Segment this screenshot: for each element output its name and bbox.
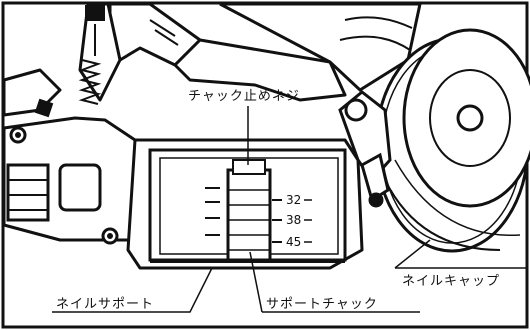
drum-arm [338,90,392,208]
label-chuck-lock-screw: チャック止めネジ [188,89,300,104]
support-chuck-block [226,159,272,262]
scale-mark-32: 32 [286,193,301,207]
leader-lines [52,106,528,313]
tool-handle [78,2,347,102]
magazine-housing [219,2,422,92]
nose-details [6,98,119,245]
scale-dashes [304,199,312,243]
scale-ticks [205,187,282,243]
coil-drum [374,28,530,253]
label-nail-support: ネイルサポート [56,297,154,312]
scale-mark-45: 45 [286,235,301,249]
label-nail-cap: ネイルキャップ [402,274,500,289]
spring [78,5,105,105]
label-support-chuck: サポートチャック [266,297,378,312]
scale-mark-38: 38 [286,213,301,227]
